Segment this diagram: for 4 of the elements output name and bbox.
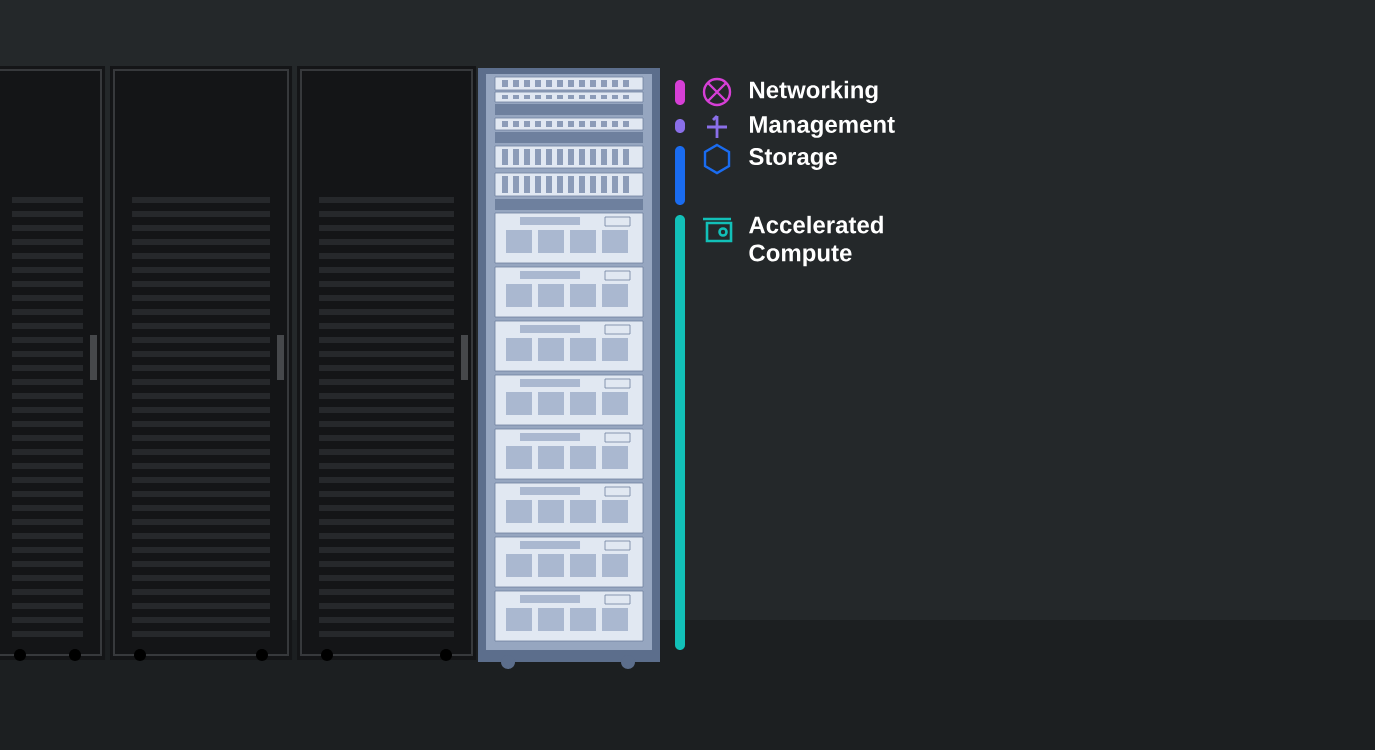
legend-label: Accelerated Compute: [749, 215, 883, 267]
legend-label: Storage: [749, 148, 837, 170]
legend-label: Networking: [750, 80, 878, 104]
legend-label: Management: [750, 116, 895, 138]
